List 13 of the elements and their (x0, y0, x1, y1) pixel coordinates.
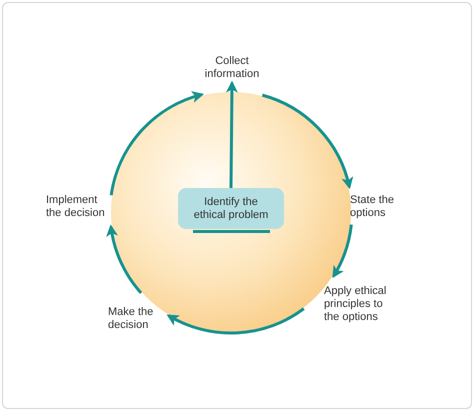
arrow (110, 92, 204, 196)
center-box (178, 188, 284, 229)
step-label: Make the decision (108, 306, 154, 332)
arrow (262, 94, 353, 190)
arrow (226, 80, 238, 188)
arrow (106, 224, 142, 294)
step-label: Collect information (204, 55, 260, 81)
box-label: Identify the ethical problem (192, 196, 270, 222)
step-label: State the options (350, 194, 396, 220)
arrow (332, 224, 353, 278)
arrow (166, 307, 305, 334)
step-label: Implement the decision (46, 194, 106, 220)
step-label: Apply ethical principles to the options (324, 285, 388, 324)
